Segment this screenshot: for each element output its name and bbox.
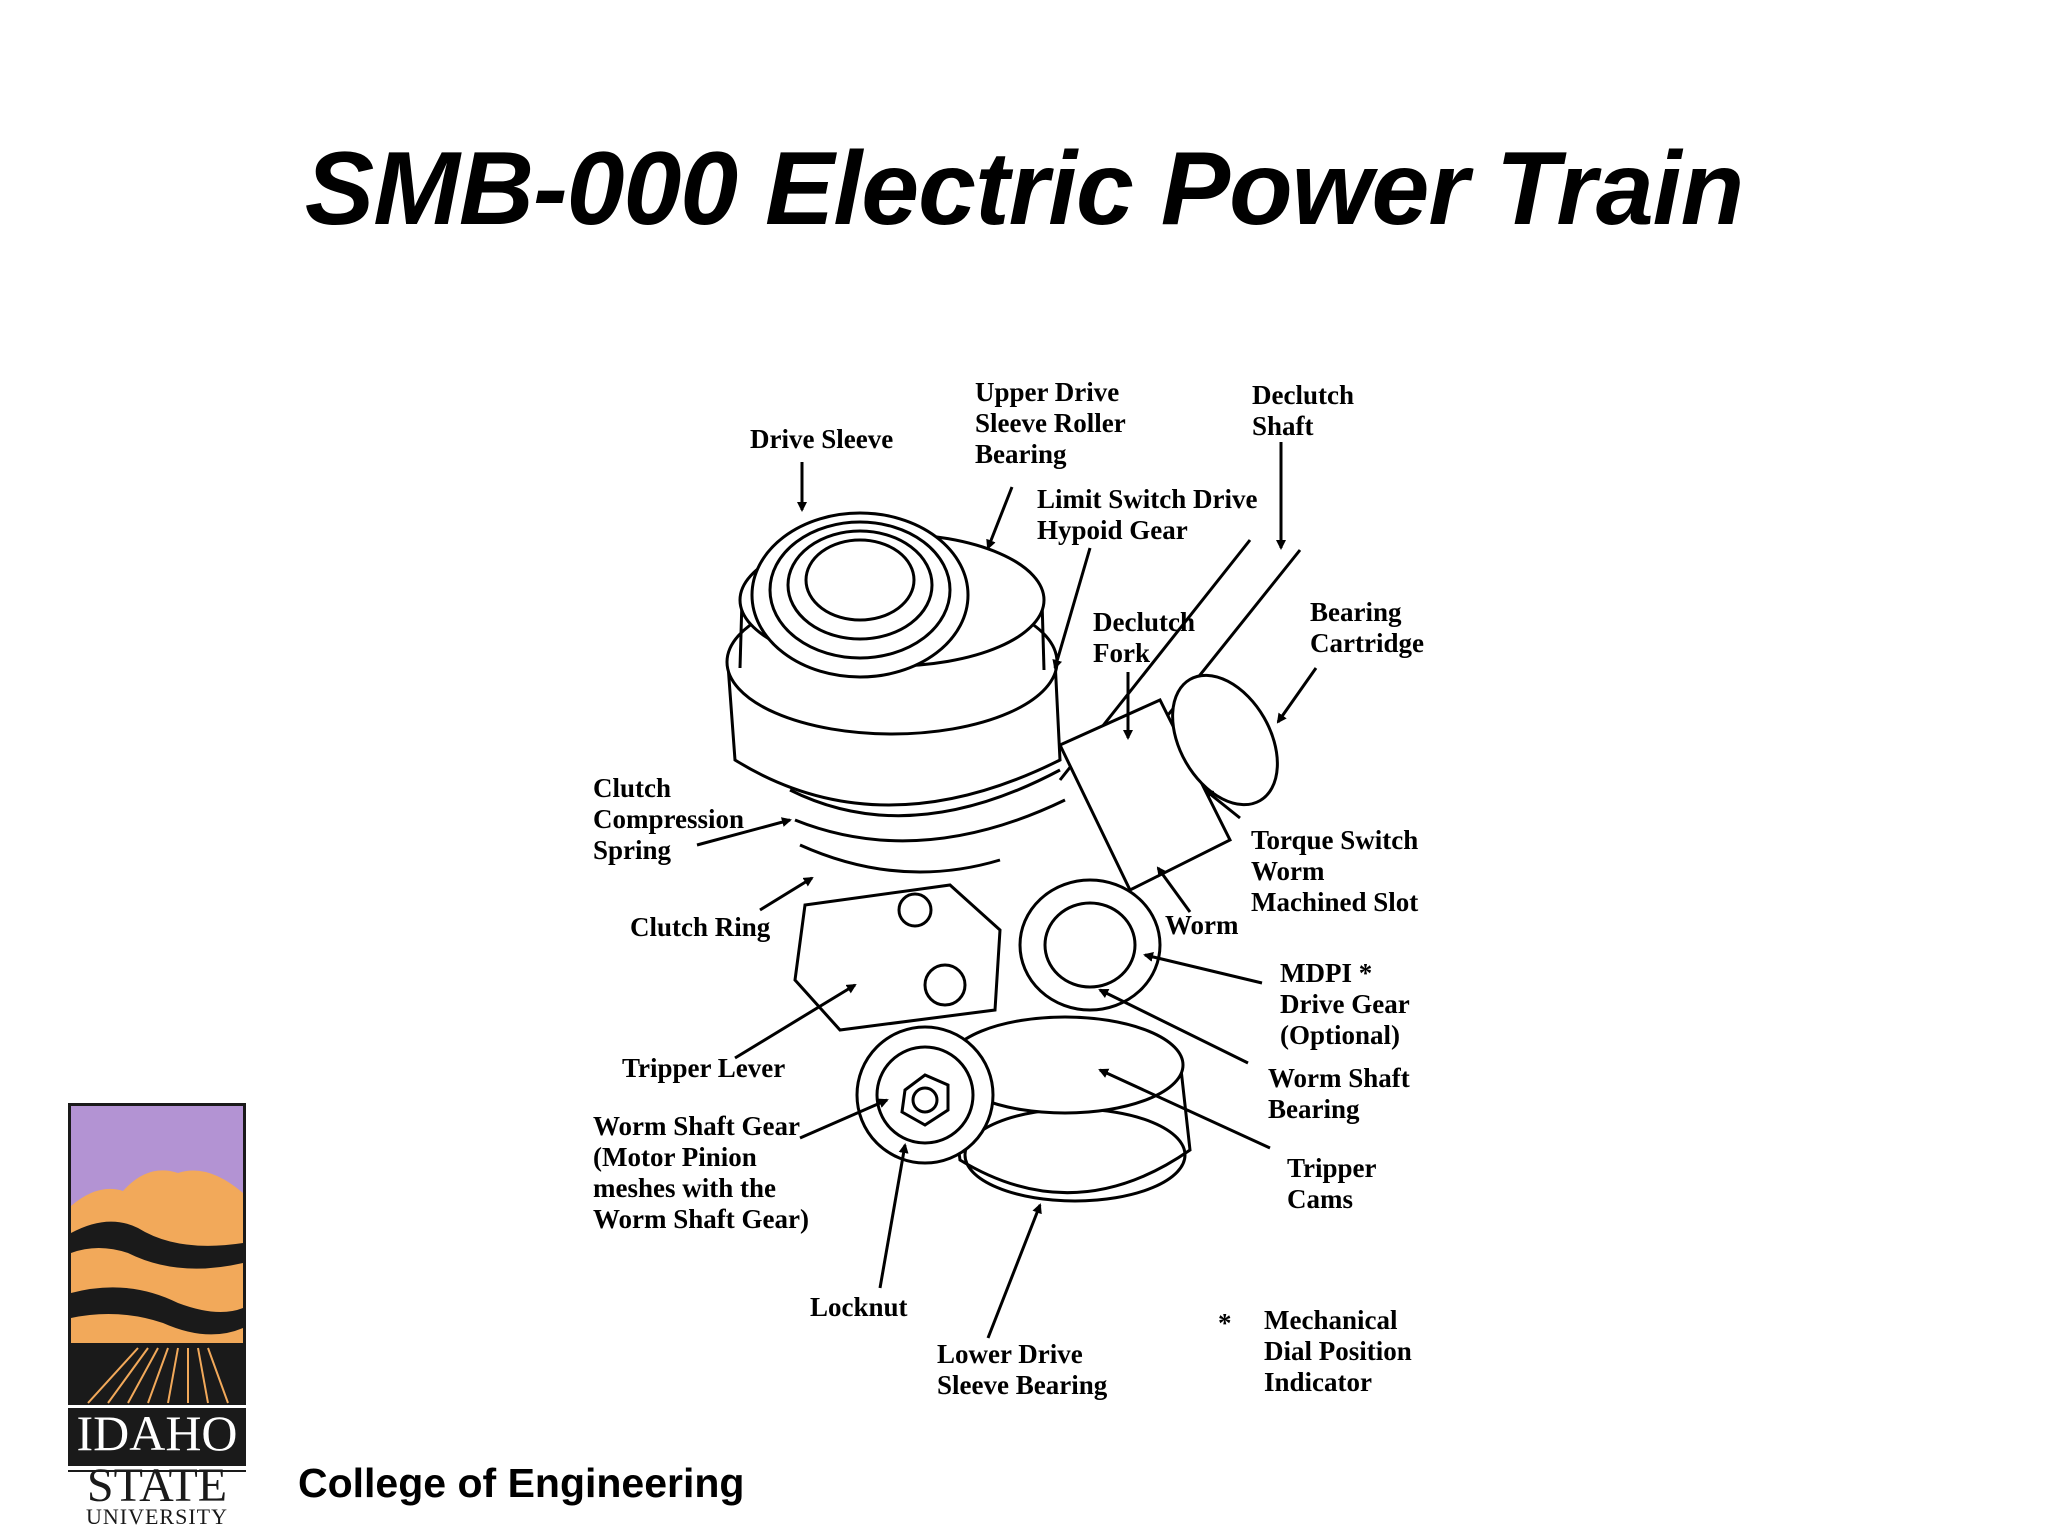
- footer-college: College of Engineering: [298, 1460, 745, 1506]
- label-worm-shaft-gear: Worm Shaft Gear (Motor Pinion meshes wit…: [593, 1111, 809, 1234]
- label-upper-drive-sleeve-roller-bearing: Upper Drive Sleeve Roller Bearing: [975, 377, 1126, 469]
- label-limit-switch-drive-hypoid-gear: Limit Switch Drive Hypoid Gear: [1037, 484, 1258, 545]
- label-declutch-shaft: Declutch Shaft: [1252, 380, 1354, 441]
- label-tripper-cams: Tripper Cams: [1287, 1153, 1377, 1214]
- idaho-state-logo: [68, 1103, 246, 1472]
- label-drive-sleeve: Drive Sleeve: [750, 424, 894, 454]
- label-worm-shaft-bearing: Worm Shaft Bearing: [1268, 1063, 1410, 1124]
- label-bearing-cartridge: Bearing Cartridge: [1310, 597, 1424, 658]
- logo-text-idaho: IDAHO: [76, 1405, 238, 1461]
- label-locknut: Locknut: [810, 1292, 908, 1322]
- label-lower-drive-sleeve-bearing: Lower Drive Sleeve Bearing: [937, 1339, 1108, 1400]
- label-worm: Worm: [1165, 910, 1239, 940]
- label-tripper-lever: Tripper Lever: [622, 1053, 786, 1083]
- label-declutch-fork: Declutch Fork: [1093, 607, 1195, 668]
- label-mdpi-drive-gear: MDPI * Drive Gear (Optional): [1280, 958, 1410, 1050]
- label-asterisk: *: [1218, 1308, 1232, 1338]
- label-clutch-compression-spring: Clutch Compression Spring: [593, 773, 745, 865]
- label-torque-switch-worm-machined-slot: Torque Switch Worm Machined Slot: [1251, 825, 1419, 917]
- logo-text-state: STATE: [86, 1459, 228, 1512]
- page-title: SMB-000 Electric Power Train: [304, 131, 1744, 247]
- label-mechanical-dial-position-indicator: Mechanical Dial Position Indicator: [1264, 1305, 1412, 1397]
- logo-text-university: UNIVERSITY: [86, 1504, 228, 1529]
- label-clutch-ring: Clutch Ring: [630, 912, 771, 942]
